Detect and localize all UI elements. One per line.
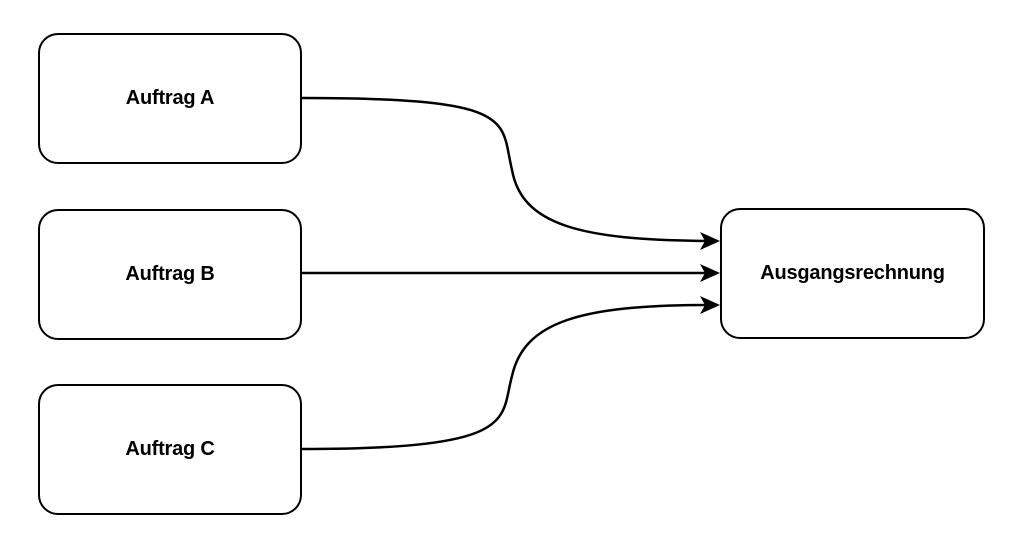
arrowhead-b [700,264,720,282]
node-auftrag-c[interactable]: Auftrag C [38,384,302,515]
node-auftrag-a[interactable]: Auftrag A [38,33,302,164]
node-label: Auftrag A [125,87,215,109]
node-auftrag-b[interactable]: Auftrag B [38,209,302,340]
edge-a-to-target [301,96,709,243]
node-label: Ausgangsrechnung [760,262,945,284]
node-ausgangsrechnung[interactable]: Ausgangsrechnung [720,208,985,339]
arrowhead-c [700,296,720,314]
node-label: Auftrag C [125,438,215,460]
arrowhead-a [700,232,720,250]
node-label: Auftrag B [125,263,215,285]
edge-c-to-target [301,303,709,451]
